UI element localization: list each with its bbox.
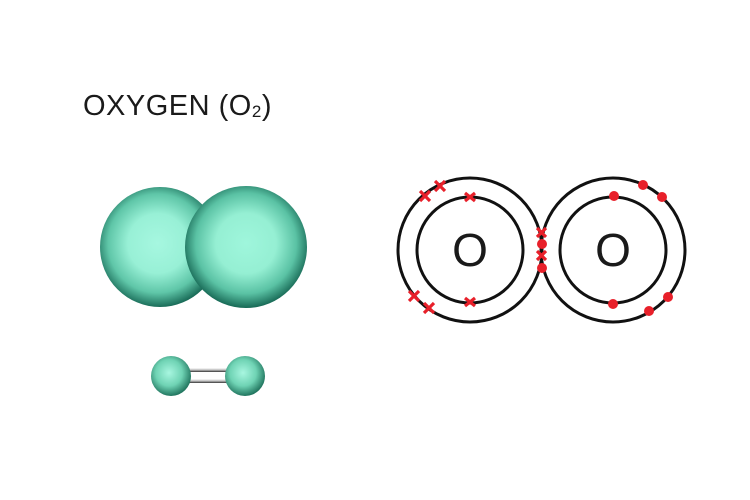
oxygen-ball-left: [151, 356, 191, 396]
oxygen-sphere-left: [100, 187, 220, 307]
dot-electron-icon: [608, 299, 618, 309]
cross-electron-icon: [464, 191, 476, 203]
space-filling-model: [100, 186, 307, 308]
dot-electron-icon: [657, 192, 667, 202]
oxygen-ball-right: [225, 356, 265, 396]
right-atom-symbol: O: [595, 224, 631, 276]
right-outer-shell: [539, 176, 687, 324]
shared-dot-electron-icon: [537, 263, 547, 273]
right-atom-electrons: [537, 180, 673, 316]
dot-electron-icon: [609, 191, 619, 201]
title-subscript: 2: [251, 102, 262, 121]
electron-shell-diagram: [396, 176, 687, 324]
dot-electron-icon: [663, 292, 673, 302]
dot-electron-icon: [638, 180, 648, 190]
shared-dot-electron-icon: [537, 239, 547, 249]
title-text: OXYGEN (O: [83, 90, 252, 122]
cross-electron-icon: [422, 301, 436, 315]
cross-electron-icon: [418, 189, 432, 203]
shared-cross-electron-icon: [535, 226, 548, 239]
bond-line-bottom: [188, 379, 228, 383]
diagram-title: OXYGEN (O2): [83, 90, 272, 123]
shared-cross-electron-icon: [535, 249, 548, 262]
cross-electron-icon: [464, 296, 476, 308]
dot-electron-icon: [644, 306, 654, 316]
oxygen-sphere-right: [185, 186, 307, 308]
ball-and-stick-model: [151, 356, 265, 396]
cross-electron-icon: [433, 179, 447, 193]
left-atom-electrons: [407, 179, 548, 315]
cross-electron-icon: [407, 289, 421, 303]
left-atom-symbol: O: [452, 224, 488, 276]
bond-line-top: [188, 368, 228, 372]
title-suffix: ): [261, 90, 272, 122]
